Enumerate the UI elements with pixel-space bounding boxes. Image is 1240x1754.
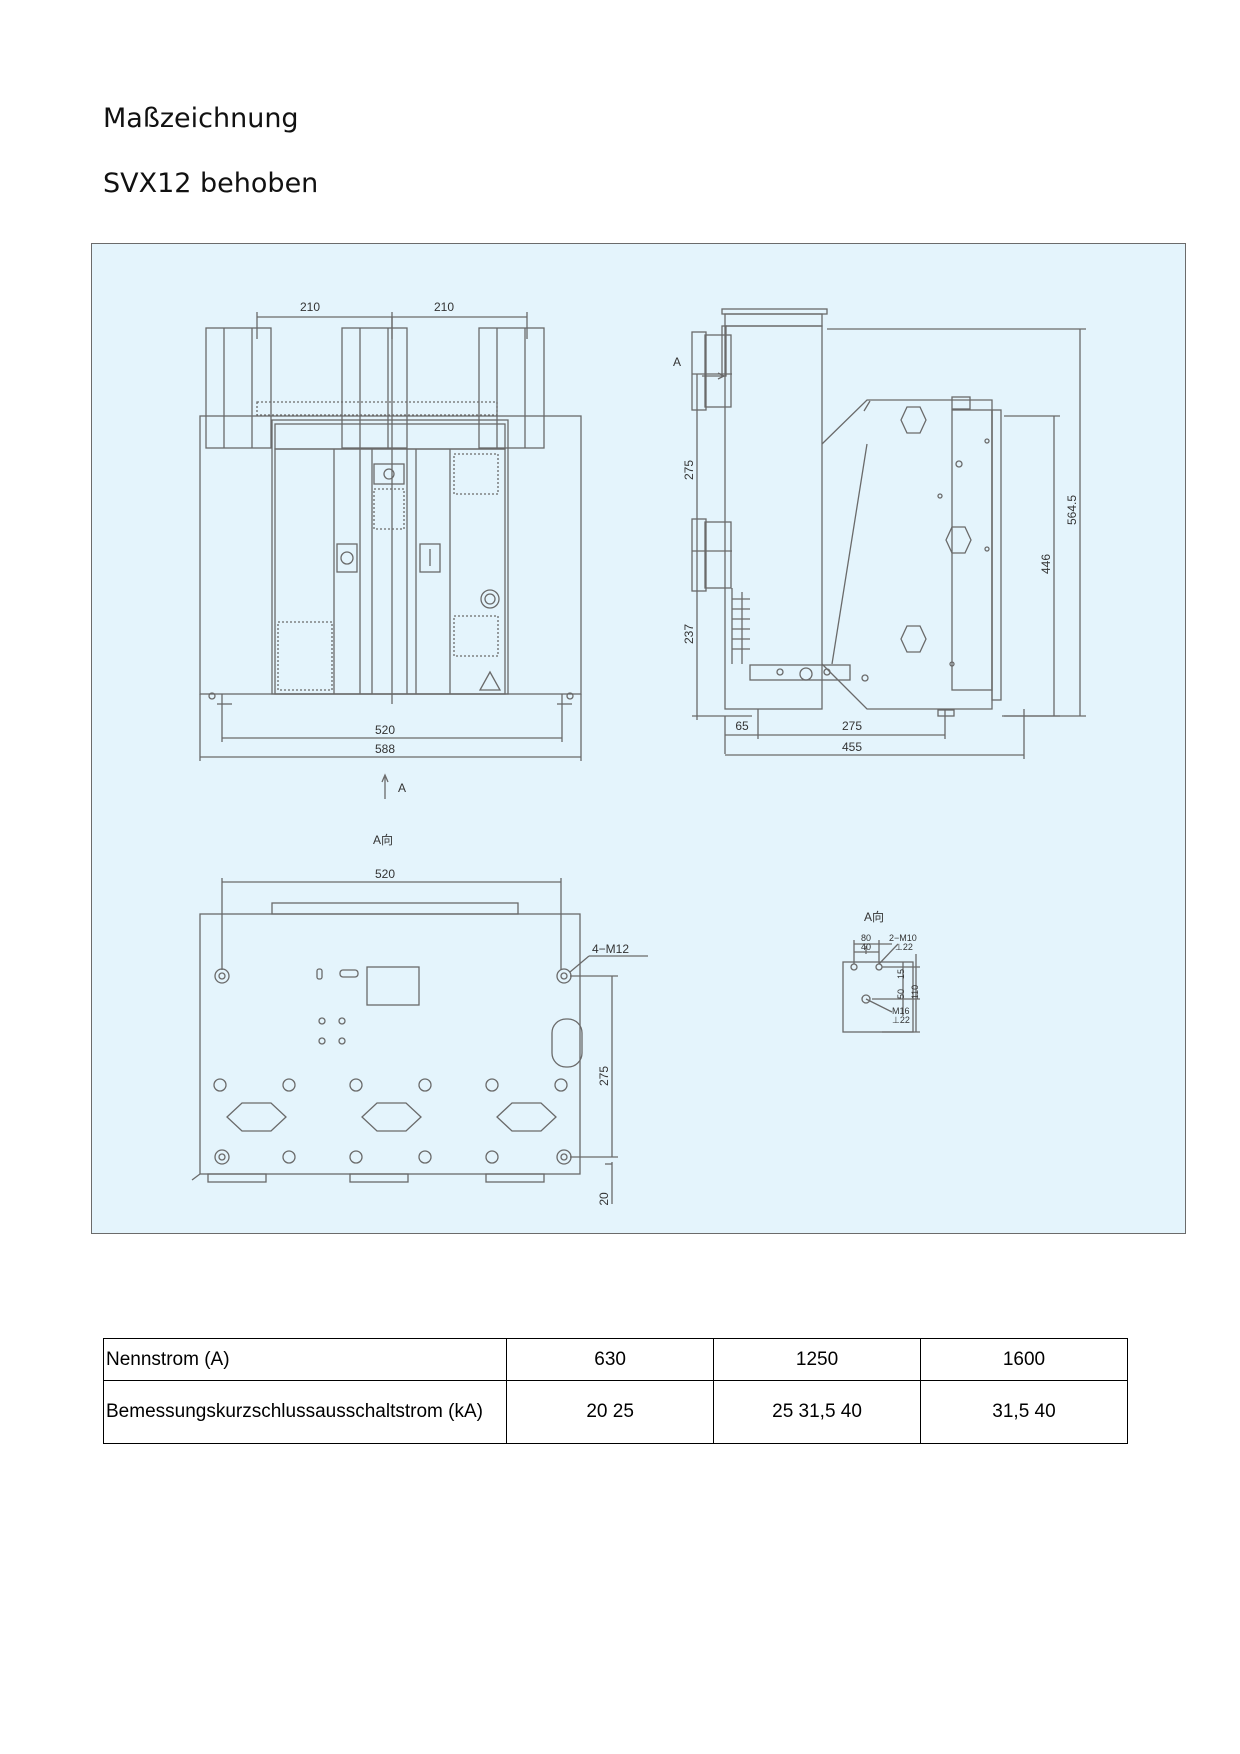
detail-note-bottom-depth: ⊥22 <box>892 1015 910 1025</box>
side-arrow-label: A <box>673 355 681 369</box>
table-cell: 31,5 40 <box>920 1380 1128 1444</box>
bottom-dim-20: 20 <box>597 1192 611 1206</box>
table-cell: 20 25 <box>506 1380 715 1444</box>
table-row: Bemessungskurzschlussausschaltstrom (kA)… <box>102 1380 1128 1444</box>
table-cell: 25 31,5 40 <box>713 1380 922 1444</box>
side-dim-65: 65 <box>735 719 749 733</box>
detail-view <box>842 940 920 1033</box>
table-cell-label: Bemessungskurzschlussausschaltstrom (kA) <box>102 1380 508 1444</box>
detail-dim-15: 15 <box>896 969 906 979</box>
detail-note-top-depth: ⊥22 <box>895 942 913 952</box>
detail-dim-110: 110 <box>910 985 920 999</box>
front-arrow-label: A <box>398 781 406 795</box>
bottom-view <box>191 878 648 1204</box>
detail-dim-50: 50 <box>896 989 906 999</box>
side-view <box>691 308 1086 759</box>
bottom-view-label: A向 <box>373 832 393 847</box>
detail-dim-40: 40 <box>861 942 871 952</box>
side-dim-237: 237 <box>682 624 696 644</box>
bottom-dim-520: 520 <box>375 867 395 881</box>
side-dim-275-base: 275 <box>842 719 862 733</box>
detail-view-label: A向 <box>864 909 884 924</box>
front-dim-210-left: 210 <box>300 300 320 314</box>
detail-note-m16: M16 <box>892 1006 910 1016</box>
bottom-dim-275: 275 <box>597 1066 611 1086</box>
table-cell: 1250 <box>713 1338 922 1381</box>
front-dim-520: 520 <box>375 723 395 737</box>
detail-dim-80: 80 <box>861 933 871 943</box>
table-cell-label: Nennstrom (A) <box>102 1338 508 1381</box>
front-dim-588: 588 <box>375 742 395 756</box>
side-dim-455: 455 <box>842 740 862 754</box>
table-row: Nennstrom (A) 630 1250 1600 <box>102 1338 1128 1381</box>
page-title: Maßzeichnung <box>103 103 299 134</box>
side-dim-446: 446 <box>1039 554 1053 574</box>
front-dim-210-right: 210 <box>434 300 454 314</box>
spec-table: Nennstrom (A) 630 1250 1600 Bemessungsku… <box>102 1338 1128 1444</box>
side-dim-564-5: 564.5 <box>1065 495 1079 525</box>
side-dim-275-upper: 275 <box>682 460 696 480</box>
table-cell: 630 <box>506 1338 715 1381</box>
front-view <box>199 312 582 799</box>
table-cell: 1600 <box>920 1338 1128 1381</box>
page-subtitle: SVX12 behoben <box>103 168 319 199</box>
drawing-svg: 210 210 520 588 A A 275 237 446 564.5 65… <box>191 300 1086 1206</box>
bottom-hole-label: 4−M12 <box>592 942 629 956</box>
detail-note-2-m10: 2−M10 <box>889 933 917 943</box>
dimension-drawing: 210 210 520 588 A A 275 237 446 564.5 65… <box>91 243 1186 1234</box>
